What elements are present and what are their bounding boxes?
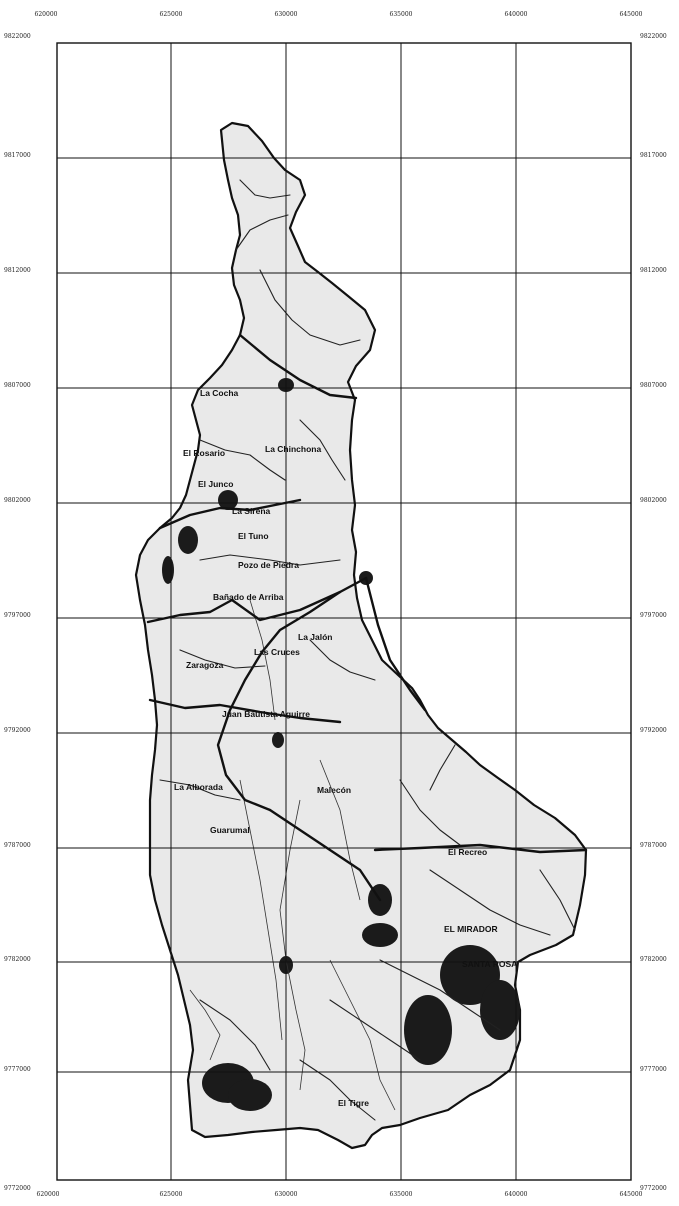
place-label-juan-bautista-aguirre: Juan Bautista Aguirre [222, 709, 310, 719]
easting-label: 635000 [390, 1191, 413, 1198]
northing-label: 9787000 [4, 842, 31, 849]
easting-label: 630000 [275, 1191, 298, 1198]
northing-label: 9772000 [4, 1185, 31, 1192]
urban-block [162, 556, 174, 584]
easting-label: 625000 [160, 11, 183, 18]
northing-label: 9777000 [4, 1066, 31, 1073]
place-labels: La Cocha El Rosario La Chinchona El Junc… [174, 388, 517, 1108]
easting-label: 645000 [620, 11, 643, 18]
top-easting-labels: 620000 625000 630000 635000 640000 64500… [35, 11, 643, 18]
place-label-el-recreo: El Recreo [448, 847, 487, 857]
easting-label: 630000 [275, 11, 298, 18]
northing-label: 9782000 [4, 956, 31, 963]
easting-label: 640000 [505, 11, 528, 18]
map-frame [56, 42, 632, 1181]
easting-label: 625000 [160, 1191, 183, 1198]
urban-block [178, 526, 198, 554]
northing-label: 9812000 [4, 267, 31, 274]
place-label-la-chinchona: La Chinchona [265, 444, 321, 454]
place-label-la-jalon: La Jalón [298, 632, 332, 642]
urban-block [480, 980, 520, 1040]
northing-label: 9777000 [640, 1066, 667, 1073]
urban-block [272, 732, 284, 748]
place-label-la-cocha: La Cocha [200, 388, 239, 398]
place-label-el-tuno: El Tuno [238, 531, 269, 541]
place-label-el-mirador: EL MIRADOR [444, 924, 498, 934]
urban-block [362, 923, 398, 947]
study-area-region [134, 121, 588, 1150]
coordinate-grid [57, 43, 631, 1180]
place-label-malecon: Malecón [317, 785, 351, 795]
easting-label: 635000 [390, 11, 413, 18]
northing-label: 9787000 [640, 842, 667, 849]
place-label-la-alborada: La Alborada [174, 782, 223, 792]
easting-label: 620000 [37, 1191, 60, 1198]
place-label-banado-de-arriba: Bañado de Arriba [213, 592, 284, 602]
right-northing-labels: 9822000 9817000 9812000 9807000 9802000 … [640, 33, 667, 1192]
easting-label: 645000 [620, 1191, 643, 1198]
northing-label: 9812000 [640, 267, 667, 274]
northing-label: 9772000 [640, 1185, 667, 1192]
major-roads [146, 333, 588, 902]
place-label-el-tigre: El Tigre [338, 1098, 369, 1108]
northing-label: 9802000 [640, 497, 667, 504]
northing-label: 9802000 [4, 497, 31, 504]
place-label-guarumal: Guarumal [210, 825, 250, 835]
urban-block [440, 945, 500, 1005]
place-label-zaragoza: Zaragoza [186, 660, 224, 670]
place-label-el-rosario: El Rosario [183, 448, 225, 458]
minor-roads [159, 179, 576, 1121]
place-label-las-cruces: Las Cruces [254, 647, 300, 657]
bottom-easting-labels: 620000 625000 630000 635000 640000 64500… [37, 1191, 643, 1198]
place-label-santa-rosa: SANTA ROSA [462, 959, 517, 969]
northing-label: 9792000 [4, 727, 31, 734]
urban-block [218, 490, 238, 510]
urban-block [228, 1079, 272, 1111]
left-northing-labels: 9822000 9817000 9812000 9807000 9802000 … [4, 33, 31, 1192]
easting-label: 640000 [505, 1191, 528, 1198]
northing-label: 9822000 [640, 33, 667, 40]
northing-label: 9807000 [640, 382, 667, 389]
northing-label: 9817000 [640, 152, 667, 159]
northing-label: 9807000 [4, 382, 31, 389]
northing-label: 9797000 [4, 612, 31, 619]
northing-label: 9817000 [4, 152, 31, 159]
northing-label: 9797000 [640, 612, 667, 619]
easting-label: 620000 [35, 11, 58, 18]
place-label-la-sirena: La Sirena [232, 506, 271, 516]
northing-label: 9782000 [640, 956, 667, 963]
urban-block [404, 995, 452, 1065]
northing-label: 9822000 [4, 33, 31, 40]
northing-label: 9792000 [640, 727, 667, 734]
place-label-el-junco: El Junco [198, 479, 233, 489]
place-label-pozo-de-piedra: Pozo de Piedra [238, 560, 299, 570]
